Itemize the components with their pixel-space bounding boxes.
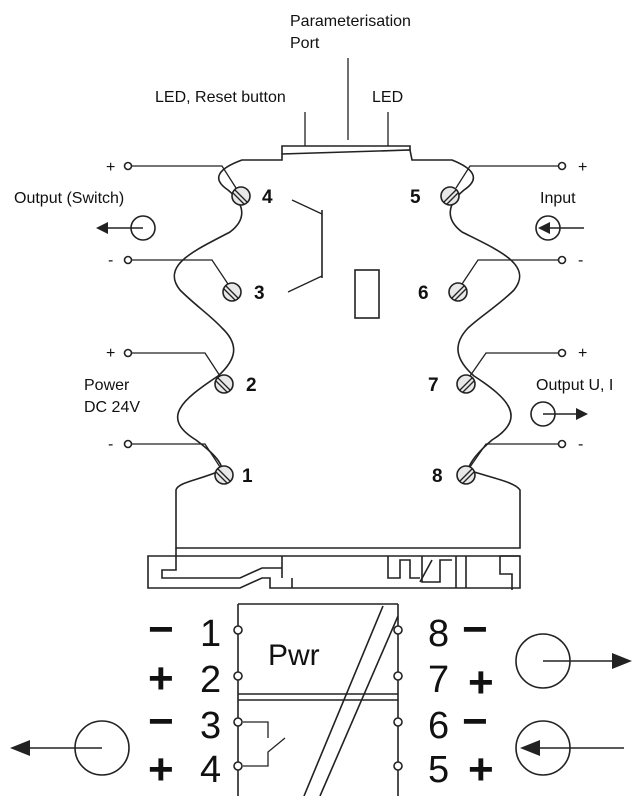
param-port-label-2: Port xyxy=(290,35,320,52)
input-arrow-icon xyxy=(535,215,584,241)
polarity-minus-8: - xyxy=(578,436,583,453)
wire-5 xyxy=(455,165,559,189)
param-port-label-1: Parameterisation xyxy=(290,13,411,30)
wire-4 xyxy=(131,165,237,189)
screw-terminal-6[interactable] xyxy=(448,282,468,302)
terminal-number-5: 5 xyxy=(410,187,421,208)
schematic-sign-3: − xyxy=(148,697,174,746)
polarity-plus-5: + xyxy=(578,159,587,176)
output-ui-arrow-icon xyxy=(530,401,588,427)
schematic-number-8: 8 xyxy=(428,613,449,655)
wire-6 xyxy=(461,259,559,285)
polarity-minus-1: - xyxy=(108,436,113,453)
wire-8 xyxy=(469,443,559,468)
schematic-number-3: 3 xyxy=(200,705,221,747)
polarity-minus-6: - xyxy=(578,252,583,269)
polarity-minus-3: - xyxy=(108,252,113,269)
terminal-number-2: 2 xyxy=(246,375,257,396)
switch-leader-bottom xyxy=(287,275,323,293)
wire-end-8 xyxy=(557,439,567,449)
schematic-number-7: 7 xyxy=(428,659,449,701)
schematic-sign-4: + xyxy=(148,745,174,794)
housing-outline xyxy=(173,149,521,549)
screw-terminal-2[interactable] xyxy=(214,374,234,394)
switch-leader-top xyxy=(291,199,323,215)
screw-terminal-4[interactable] xyxy=(231,186,251,206)
din-rail-base xyxy=(147,548,521,590)
terminal-number-3: 3 xyxy=(254,283,265,304)
power-label-2: DC 24V xyxy=(84,399,140,416)
screw-terminal-7[interactable] xyxy=(456,374,476,394)
schematic-number-5: 5 xyxy=(428,749,449,791)
pwr-label: Pwr xyxy=(268,639,320,672)
wire-end-1 xyxy=(123,439,133,449)
schematic-number-1: 1 xyxy=(200,613,221,655)
schematic-sign-8: − xyxy=(462,605,488,654)
polarity-plus-7: + xyxy=(578,345,587,362)
wire-7 xyxy=(469,352,559,377)
polarity-plus-2: + xyxy=(106,345,115,362)
schematic-sign-5: + xyxy=(468,745,494,794)
output-switch-arrow-icon xyxy=(96,215,156,241)
wire-1 xyxy=(131,443,221,468)
terminal-number-6: 6 xyxy=(418,283,429,304)
schematic-sign-2: + xyxy=(148,654,174,703)
wire-end-6 xyxy=(557,255,567,265)
screw-terminal-3[interactable] xyxy=(222,282,242,302)
terminal-number-1: 1 xyxy=(242,466,253,487)
power-label-1: Power xyxy=(84,377,130,394)
param-port-strip xyxy=(281,145,411,154)
output-switch-label: Output (Switch) xyxy=(14,190,124,207)
clip-hook xyxy=(419,559,433,583)
wire-3 xyxy=(131,259,229,285)
schematic: Pwr xyxy=(233,603,403,796)
schematic-sign-7: + xyxy=(468,658,494,707)
wire-2 xyxy=(131,352,221,377)
schematic-input-arrow-icon xyxy=(515,720,624,776)
led-reset-label: LED, Reset button xyxy=(155,89,286,106)
schematic-sign-1: − xyxy=(148,605,174,654)
schematic-number-6: 6 xyxy=(428,705,449,747)
wire-end-3 xyxy=(123,255,133,265)
wire-end-2 xyxy=(123,348,133,358)
screw-terminal-5[interactable] xyxy=(440,186,460,206)
led-label: LED xyxy=(372,89,403,106)
output-ui-label: Output U, I xyxy=(536,377,613,394)
wire-end-4 xyxy=(123,161,133,171)
terminal-number-8: 8 xyxy=(432,466,443,487)
input-label: Input xyxy=(540,190,576,207)
status-window xyxy=(354,269,380,319)
schematic-number-4: 4 xyxy=(200,749,221,791)
screw-terminal-8[interactable] xyxy=(456,465,476,485)
schematic-sign-6: − xyxy=(462,697,488,746)
polarity-plus-4: + xyxy=(106,159,115,176)
wire-end-5 xyxy=(557,161,567,171)
wire-end-7 xyxy=(557,348,567,358)
schematic-output-switch-arrow-icon xyxy=(10,720,130,776)
schematic-number-2: 2 xyxy=(200,659,221,701)
terminal-number-4: 4 xyxy=(262,187,273,208)
screw-terminal-1[interactable] xyxy=(214,465,234,485)
terminal-number-7: 7 xyxy=(428,375,439,396)
schematic-output-ui-arrow-icon xyxy=(515,633,632,689)
